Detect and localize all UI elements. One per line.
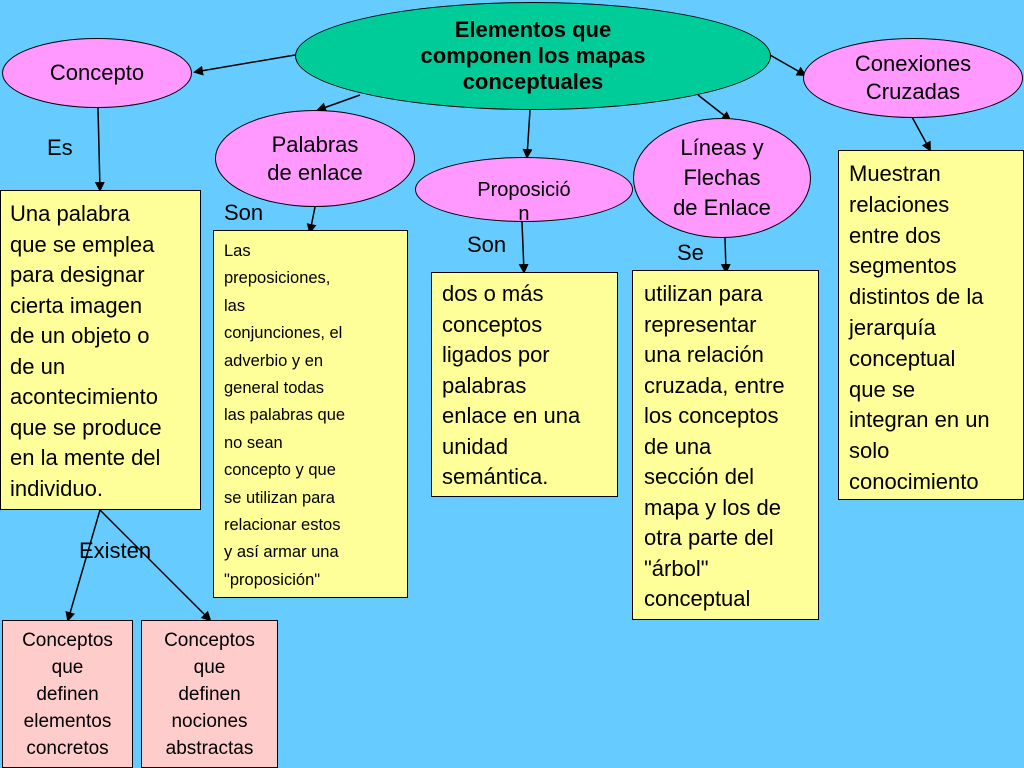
arrow-def-to-abstractos [99, 509, 212, 622]
box-proposicion-def: dos o más conceptos ligados por palabras… [431, 272, 618, 497]
node-conexiones: Conexiones Cruzadas [803, 38, 1023, 118]
arrow-conexiones-to-def [911, 116, 931, 152]
arrow-lineas-to-def [720, 237, 731, 274]
node-palabras: Palabras de enlace [215, 110, 415, 207]
label-son-palabras: Son [224, 200, 264, 225]
node-palabras-text: Palabras de enlace [267, 131, 363, 185]
box-concretos: Conceptos que definen elementos concreto… [2, 620, 133, 768]
box-concepto-def: Una palabra que se emplea para designar … [0, 190, 201, 510]
node-concepto: Concepto [2, 38, 192, 108]
arrow-main-to-conexiones [769, 54, 807, 76]
node-proposicion-text: Proposició n [477, 178, 571, 225]
box-abstractos-text: Conceptos que definen nociones abstracta… [164, 630, 255, 759]
box-concretos-text: Conceptos que definen elementos concreto… [22, 630, 113, 759]
label-existen: Existen [79, 538, 152, 563]
node-concepto-text: Concepto [49, 60, 145, 85]
box-proposicion-def-text: dos o más conceptos ligados por palabras… [442, 281, 581, 489]
node-proposicion: Proposició n [415, 157, 633, 225]
label-se: Se [677, 240, 704, 265]
arrow-concepto-to-def [94, 107, 105, 192]
box-lineas-def-text: utilizan para representar una relación c… [644, 281, 785, 611]
arrow-main-to-lineas [697, 94, 732, 122]
label-es: Es [47, 135, 73, 160]
arrow-proposicion-to-def [518, 221, 529, 274]
box-conexiones-def-text: Muestran relaciones entre dos segmentos … [849, 161, 990, 494]
box-abstractos: Conceptos que definen nociones abstracta… [141, 620, 278, 768]
node-lineas-text: Líneas y Flechas de Enlace [673, 135, 771, 220]
box-lineas-def: utilizan para representar una relación c… [632, 270, 819, 620]
arrow-palabras-to-def [306, 206, 317, 234]
box-concepto-def-text: Una palabra que se emplea para designar … [10, 201, 162, 501]
box-palabras-def-text: Las preposiciones, las conjunciones, el … [224, 242, 346, 589]
arrow-main-to-palabras [316, 94, 361, 113]
main-node-text: Elementos que componen los mapas concept… [420, 17, 646, 94]
node-conexiones-text: Conexiones Cruzadas [854, 51, 972, 104]
node-lineas: Líneas y Flechas de Enlace [633, 118, 811, 238]
label-son-proposicion: Son [467, 232, 507, 257]
box-palabras-def: Las preposiciones, las conjunciones, el … [213, 230, 408, 598]
arrow-main-to-proposicion [522, 109, 533, 159]
arrow-main-to-concepto [193, 54, 296, 76]
box-conexiones-def: Muestran relaciones entre dos segmentos … [838, 150, 1024, 500]
arrow-def-to-concretos [65, 509, 101, 622]
main-node: Elementos que componen los mapas concept… [295, 2, 771, 110]
